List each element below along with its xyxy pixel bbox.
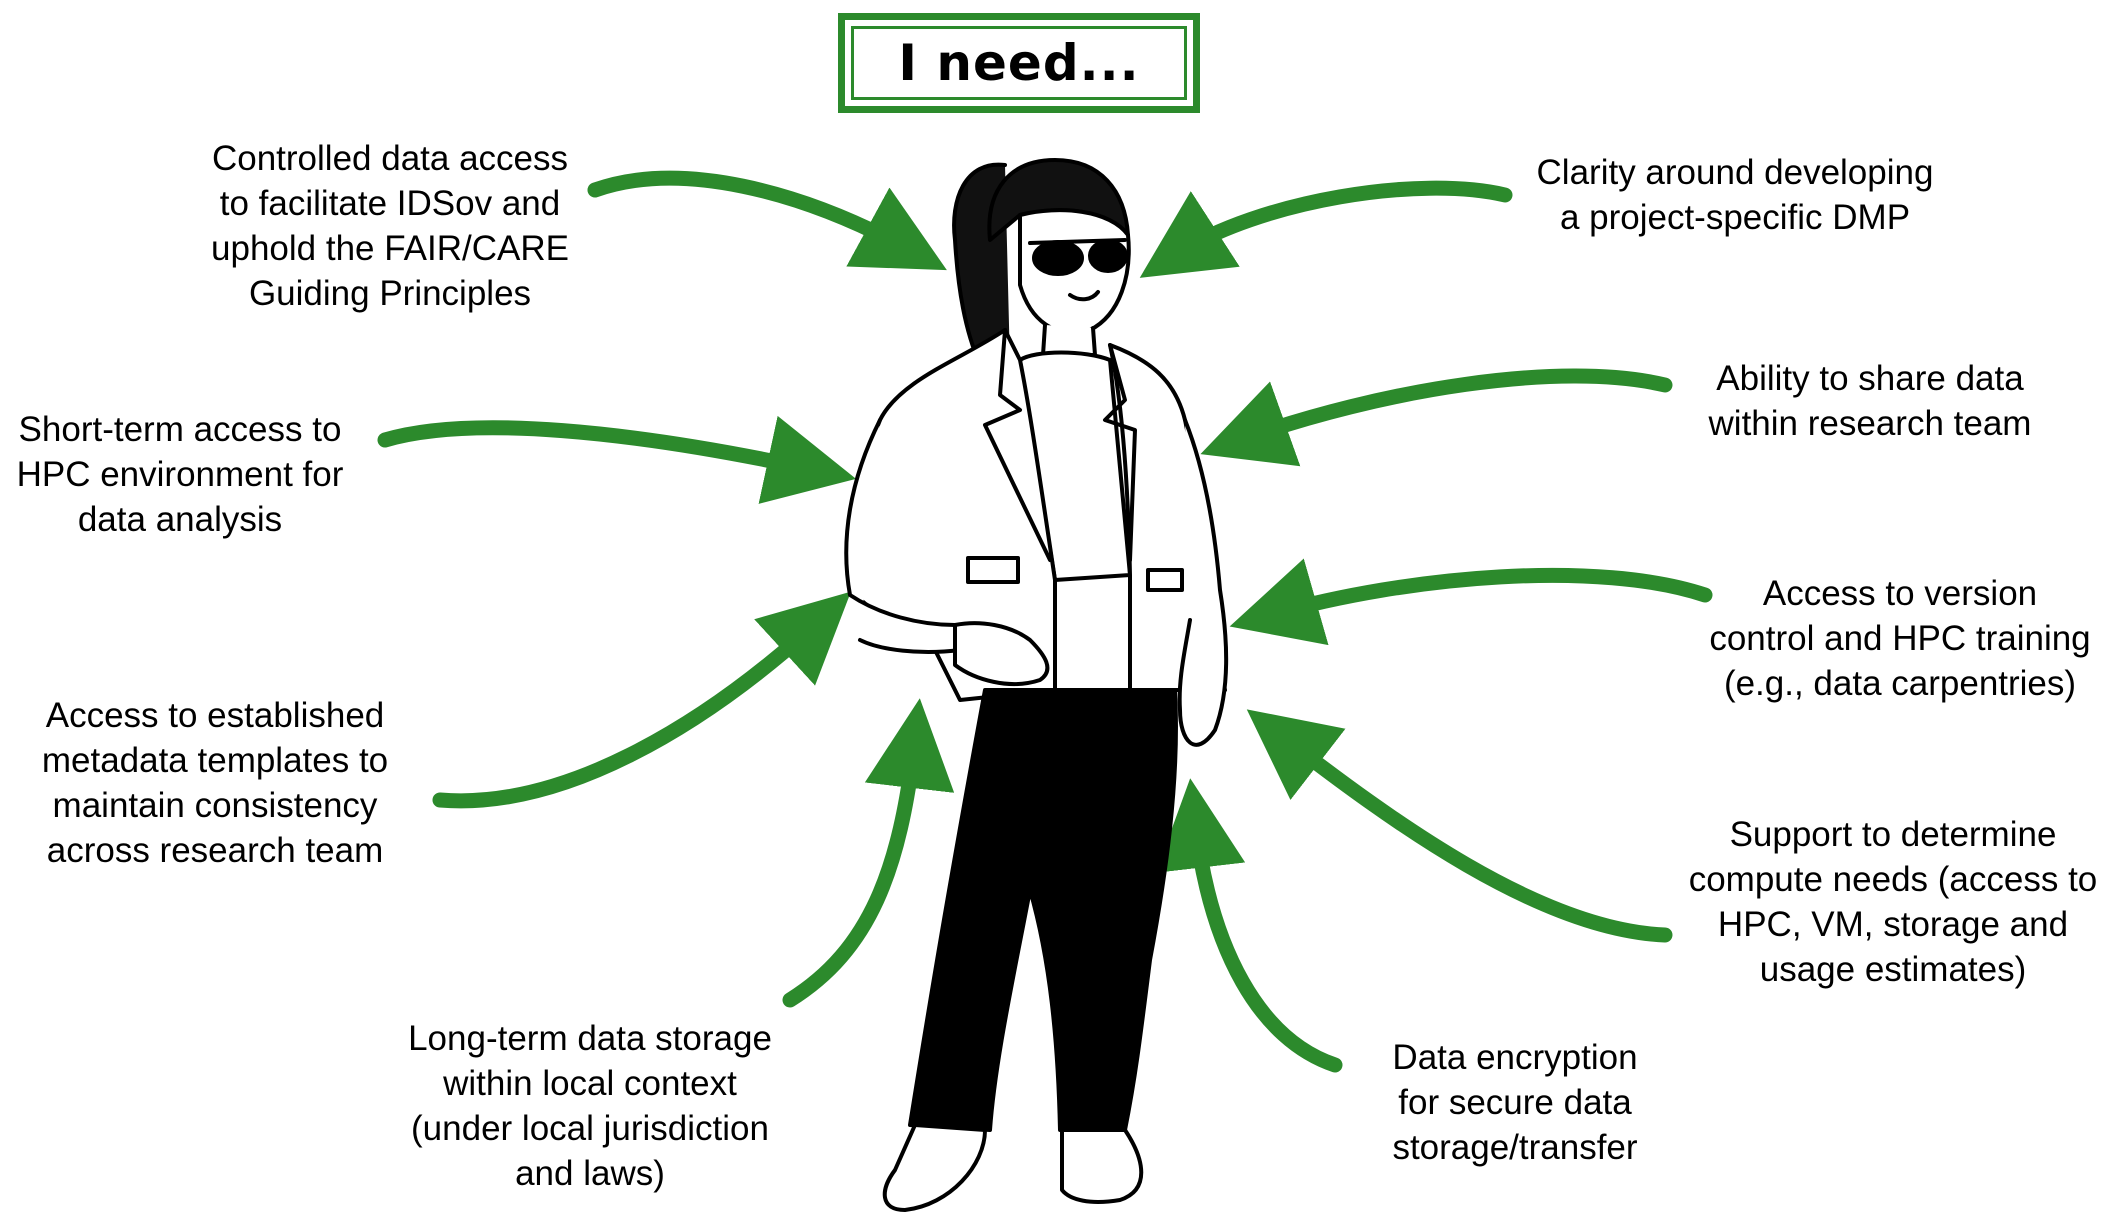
- need-line: maintain consistency: [52, 786, 378, 825]
- need-line: across research team: [46, 831, 384, 870]
- arrow-long-term-storage: [782, 698, 955, 1008]
- title-box: I need...: [838, 13, 1200, 113]
- arrow-compute-needs: [1246, 709, 1673, 943]
- person-illustration: [844, 158, 1229, 1212]
- need-metadata-templates: Access to established metadata templates…: [10, 693, 420, 873]
- need-version-control: Access to version control and HPC traini…: [1680, 571, 2120, 706]
- diagram-title: I need...: [898, 34, 1140, 92]
- need-line: compute needs (access to: [1688, 860, 2098, 899]
- need-line: data analysis: [77, 500, 283, 539]
- need-line: storage/transfer: [1392, 1128, 1638, 1167]
- need-long-term-storage: Long-term data storage within local cont…: [370, 1016, 810, 1196]
- need-line: for secure data: [1398, 1083, 1632, 1122]
- need-line: Access to version: [1762, 574, 2038, 613]
- need-controlled-data-access: Controlled data access to facilitate IDS…: [150, 136, 630, 316]
- need-short-term-hpc: Short-term access to HPC environment for…: [0, 407, 360, 542]
- need-line: control and HPC training: [1709, 619, 2091, 658]
- need-line: HPC environment for: [16, 455, 344, 494]
- need-line: Access to established: [45, 696, 385, 735]
- need-line: and laws): [515, 1154, 665, 1193]
- need-share-data: Ability to share data within research te…: [1660, 356, 2080, 446]
- need-compute-needs: Support to determine compute needs (acce…: [1668, 812, 2118, 992]
- need-line: HPC, VM, storage and: [1717, 905, 2069, 944]
- need-line: Clarity around developing: [1536, 153, 1934, 192]
- need-line: Short-term access to: [18, 410, 342, 449]
- need-line: Guiding Principles: [248, 274, 532, 313]
- arrow-metadata-templates: [432, 591, 851, 809]
- arrow-version-control: [1229, 558, 1713, 646]
- arrow-controlled-access: [587, 170, 947, 271]
- arrow-short-term-hpc: [377, 415, 857, 504]
- need-line: Support to determine: [1729, 815, 2057, 854]
- need-line: Data encryption: [1392, 1038, 1638, 1077]
- need-line: usage estimates): [1759, 950, 2027, 989]
- arrow-clarity-dmp: [1139, 180, 1513, 278]
- need-line: within research team: [1708, 404, 2032, 443]
- need-line: a project-specific DMP: [1559, 198, 1911, 237]
- need-data-encryption: Data encryption for secure data storage/…: [1355, 1035, 1675, 1170]
- need-line: Controlled data access: [211, 139, 569, 178]
- arrow-encryption: [1155, 778, 1343, 1073]
- need-line: to facilitate IDSov and: [219, 184, 561, 223]
- need-line: Long-term data storage: [408, 1019, 772, 1058]
- need-line: (under local jurisdiction: [411, 1109, 769, 1148]
- need-line: within local context: [443, 1064, 737, 1103]
- need-clarity-dmp: Clarity around developing a project-spec…: [1495, 150, 1975, 240]
- need-line: Ability to share data: [1716, 359, 2024, 398]
- need-line: metadata templates to: [41, 741, 389, 780]
- arrow-share-data: [1200, 368, 1673, 467]
- need-line: uphold the FAIR/CARE: [211, 229, 569, 268]
- need-line: (e.g., data carpentries): [1723, 664, 2077, 703]
